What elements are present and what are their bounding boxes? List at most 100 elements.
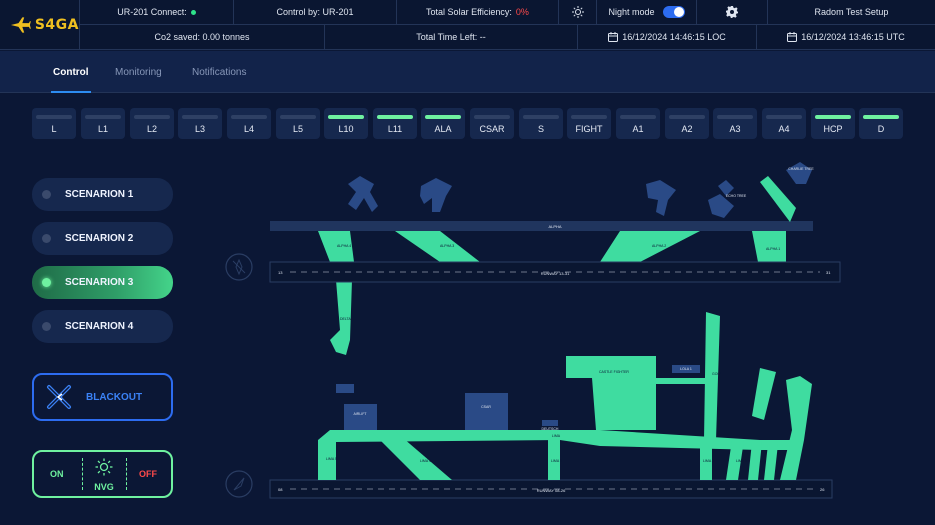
tab-notifications[interactable]: Notifications <box>192 66 247 78</box>
taxiway-alpha[interactable] <box>270 221 813 231</box>
local-time-label: 16/12/2024 14:46:15 LOC <box>622 32 726 42</box>
light-button-csar[interactable]: CSAR <box>470 108 514 139</box>
compass-icon[interactable] <box>225 470 253 498</box>
light-label: L2 <box>146 124 157 134</box>
scenario-1-button[interactable]: SCENARION 1 <box>32 178 173 211</box>
utc-time-label: 16/12/2024 13:46:15 UTC <box>801 32 905 42</box>
alpha-4-label: ALPHA 4 <box>337 244 351 248</box>
solar-efficiency: Total Solar Efficiency: 0% <box>397 0 559 25</box>
sun-icon <box>95 458 113 476</box>
runway-top-label: RUNWAY 13-31 <box>541 271 570 276</box>
plane-icon <box>10 17 31 33</box>
nvg-on-button[interactable]: ON <box>50 469 64 479</box>
time-left: Total Time Left: -- <box>325 25 578 50</box>
light-label: HCP <box>823 124 843 134</box>
light-button-l[interactable]: L <box>32 108 76 139</box>
light-indicator <box>36 115 72 119</box>
csar-label: CSAR <box>481 405 491 409</box>
scenario-radio <box>42 322 51 331</box>
light-indicator <box>182 115 218 119</box>
light-indicator <box>134 115 170 119</box>
lima-1-label: LIMA 1 <box>736 459 747 463</box>
nvg-center: NVG <box>91 458 117 492</box>
compass-icon[interactable] <box>225 253 253 281</box>
light-button-a2[interactable]: A2 <box>665 108 709 139</box>
light-button-l11[interactable]: L11 <box>373 108 417 139</box>
light-button-l3[interactable]: L3 <box>178 108 222 139</box>
taxiway-alpha-label: ALPHA <box>548 224 561 229</box>
scenario-3-button[interactable]: SCENARION 3 <box>32 266 173 299</box>
setup-name-label: Radom Test Setup <box>814 7 889 17</box>
light-indicator <box>571 115 607 119</box>
lima-3-label: LIMA 3 <box>551 459 562 463</box>
light-button-l4[interactable]: L4 <box>227 108 271 139</box>
light-button-l1[interactable]: L1 <box>81 108 125 139</box>
taxiway-lima[interactable] <box>318 312 812 480</box>
night-mode-toggle[interactable] <box>662 6 685 18</box>
light-button-a3[interactable]: A3 <box>713 108 757 139</box>
light-button-ala[interactable]: ALA <box>421 108 465 139</box>
taxiway-alpha-connectors[interactable] <box>318 176 796 355</box>
alpha-3-label: ALPHA 3 <box>440 244 454 248</box>
light-indicator <box>231 115 267 119</box>
light-label: L3 <box>194 124 205 134</box>
calendar-icon <box>608 32 619 42</box>
solar-value: 0% <box>515 7 529 17</box>
lima-5-label: LIMA 5 <box>326 457 337 461</box>
connect-status: UR-201 Connect: <box>80 0 234 25</box>
light-label: L4 <box>243 124 254 134</box>
light-indicator <box>425 115 461 119</box>
light-indicator <box>328 115 364 119</box>
alpha-1-label: ALPHA 1 <box>766 247 780 251</box>
light-button-a1[interactable]: A1 <box>616 108 660 139</box>
light-label: A4 <box>778 124 790 134</box>
connect-label: UR-201 Connect: <box>117 7 187 17</box>
light-indicator <box>815 115 851 119</box>
light-indicator <box>280 115 316 119</box>
light-button-s[interactable]: S <box>519 108 563 139</box>
light-button-fight[interactable]: FIGHT <box>567 108 611 139</box>
light-button-l10[interactable]: L10 <box>324 108 368 139</box>
light-label: A3 <box>729 124 741 134</box>
light-label: L1 <box>97 124 108 134</box>
blackout-label: BLACKOUT <box>86 391 143 403</box>
control-by: Control by: UR-201 <box>234 0 397 25</box>
lola-label: LOLA 1 <box>680 367 692 371</box>
scenario-4-button[interactable]: SCENARION 4 <box>32 310 173 343</box>
setup-name: Radom Test Setup <box>768 0 935 25</box>
light-button-hcp[interactable]: HCP <box>811 108 855 139</box>
scenario-label: SCENARION 4 <box>65 321 134 332</box>
utc-time: 16/12/2024 13:46:15 UTC <box>757 25 935 50</box>
light-indicator <box>669 115 705 119</box>
scenario-radio <box>42 278 51 287</box>
light-label: A1 <box>632 124 644 134</box>
tab-control[interactable]: Control <box>51 51 91 93</box>
light-label: A2 <box>681 124 693 134</box>
blackout-icon <box>47 385 71 409</box>
light-button-d[interactable]: D <box>859 108 903 139</box>
lima-label: LIMA <box>552 434 561 438</box>
settings-button[interactable] <box>697 0 768 25</box>
night-mode-label: Night mode <box>608 7 655 17</box>
light-label: L11 <box>387 124 403 134</box>
nvg-off-button[interactable]: OFF <box>139 469 157 479</box>
runway-13-label: 13 <box>278 270 283 275</box>
sun-icon <box>571 6 584 18</box>
airfield-map: ALPHA ECHO TREE CHARLIE TREE ALPHA 4 ALP… <box>225 162 841 499</box>
light-button-a4[interactable]: A4 <box>762 108 806 139</box>
tab-monitoring[interactable]: Monitoring <box>115 66 162 78</box>
brightness-button[interactable] <box>559 0 597 25</box>
scenario-2-button[interactable]: SCENARION 2 <box>32 222 173 255</box>
lima-2-label: LIMA 2 <box>703 459 714 463</box>
delta-label: DELTA <box>340 317 351 321</box>
scenario-radio <box>42 234 51 243</box>
light-indicator <box>766 115 802 119</box>
light-button-l5[interactable]: L5 <box>276 108 320 139</box>
light-button-l2[interactable]: L2 <box>130 108 174 139</box>
runway-26-label: 26 <box>820 487 825 492</box>
logo: S4GA <box>0 0 80 50</box>
divider <box>82 458 83 490</box>
nvg-toggle[interactable]: ON NVG OFF <box>32 450 173 498</box>
scenario-label: SCENARION 1 <box>65 189 134 200</box>
blackout-button[interactable]: BLACKOUT <box>32 373 173 421</box>
